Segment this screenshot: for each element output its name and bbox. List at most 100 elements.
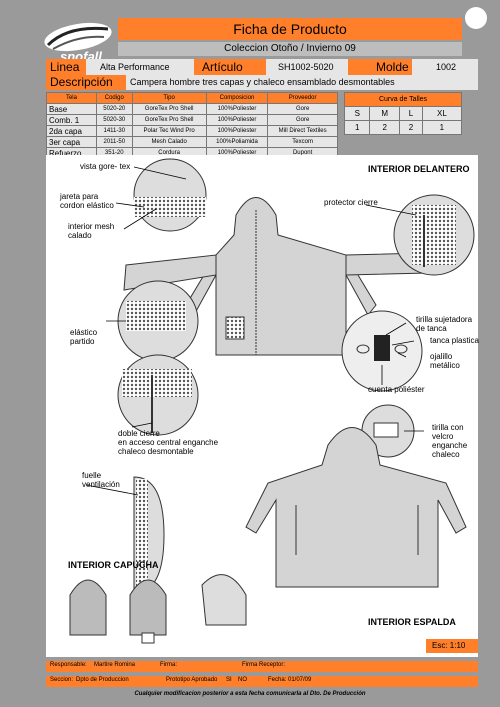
no-label: NO <box>238 677 247 683</box>
callout-elastico <box>117 280 199 362</box>
table-cell: GoreTex Pro Shell <box>131 114 207 126</box>
annotation-tirilla-sujetadora: tirilla sujetadora de tanca <box>416 315 473 333</box>
size-curve-table: Curva de Talles S M L XL 1 2 2 1 <box>343 92 463 135</box>
size-table-wrapper: Curva de Talles S M L XL 1 2 2 1 <box>343 92 463 135</box>
table-cell: 1411-30 <box>95 125 133 137</box>
size-xl: XL <box>421 106 463 121</box>
seccion-label: Seccion: <box>50 677 74 683</box>
spec-header-codigo: Codigo <box>95 92 133 104</box>
annotation-interior-delantero: INTERIOR DELANTERO <box>368 164 470 174</box>
table-cell: Mesh Calado <box>131 136 207 148</box>
descripcion-label-cell: Descripción <box>46 75 126 90</box>
spec-header-tela: Tela <box>46 92 97 104</box>
table-row: 2da capa 1411-30 Polar Tec Wind Pro 100%… <box>46 125 338 137</box>
technical-drawing-area: vista gore- tex jareta para cordon elást… <box>46 155 479 657</box>
size-l: L <box>399 106 423 121</box>
articulo-label-cell: Artículo <box>194 59 266 75</box>
callout-fuelle <box>133 476 165 594</box>
annotation-ojalillo: ojalillo metálico <box>430 352 460 370</box>
annotation-interior-capucha: INTERIOR CAPUCHA <box>68 560 159 570</box>
linea-label: Linea <box>50 60 80 74</box>
quantity-row: 1 2 2 1 <box>343 120 463 135</box>
table-cell: 2da capa <box>46 125 97 137</box>
hood-interior-drawings <box>69 574 247 644</box>
spec-header-tipo: Tipo <box>131 92 207 104</box>
responsable-label: Responsable: <box>50 662 87 668</box>
molde-value-cell: 1002 <box>412 59 478 75</box>
qty-xl: 1 <box>421 120 463 135</box>
spec-header-row: Tela Codigo Tipo Composicion Proveedor <box>46 92 338 104</box>
annotation-jareta: jareta para cordon elástico <box>60 192 114 210</box>
responsable-value: Martire Romina <box>94 662 136 668</box>
firma-label: Firma: <box>160 662 177 668</box>
spec-table-wrapper: Tela Codigo Tipo Composicion Proveedor B… <box>46 92 338 159</box>
table-cell: 3er capa <box>46 136 97 148</box>
spec-header-proveedor: Proveedor <box>267 92 338 104</box>
qty-s: 1 <box>343 120 371 135</box>
table-cell: Polar Tec Wind Pro <box>131 125 207 137</box>
prototipo-label: Prototipo Aprobado <box>166 677 218 683</box>
title-bar: Ficha de Producto <box>118 18 462 40</box>
molde-value: 1002 <box>436 62 457 72</box>
table-cell: 100%Poliamida <box>205 136 269 148</box>
footer-responsable-row: Responsable: Martire Romina Firma: Firma… <box>46 661 478 672</box>
annotation-cuenta: cuenta poliéster <box>368 385 425 394</box>
firma-receptor-label: Firma Receptor: <box>242 662 286 668</box>
table-cell: 100%Poliester <box>205 125 269 137</box>
annotation-interior-mesh: interior mesh calado <box>68 222 115 240</box>
table-row: Comb. 1 5020-30 GoreTex Pro Shell 100%Po… <box>46 114 338 126</box>
annotation-elastico: elástico partido <box>70 328 98 346</box>
size-row: S M L XL <box>343 106 463 121</box>
leader-lines <box>85 166 424 496</box>
linea-value-cell: Alta Performance <box>86 59 194 75</box>
footer-note: Cualquier modificacion posterior a esta … <box>134 691 366 697</box>
seccion-value: Dpto de Produccion <box>76 677 129 683</box>
table-cell: Texcom <box>267 136 338 148</box>
table-row: 3er capa 2011-50 Mesh Calado 100%Poliami… <box>46 136 338 148</box>
table-cell: GoreTex Pro Shell <box>131 103 207 115</box>
callout-protector <box>393 194 475 276</box>
callout-tanca <box>341 310 423 392</box>
descripcion-value-cell: Campera hombre tres capas y chaleco ensa… <box>126 75 478 90</box>
descripcion-value: Campera hombre tres capas y chaleco ensa… <box>130 77 395 87</box>
punch-hole <box>465 7 487 29</box>
callout-gore <box>133 158 207 232</box>
linea-value: Alta Performance <box>100 62 170 72</box>
table-cell: 100%Poliester <box>205 103 269 115</box>
annotation-tanca-plastica: tanca plastica <box>430 336 479 345</box>
table-cell: Base <box>46 103 97 115</box>
articulo-value-cell: SH1002-5020 <box>266 59 348 75</box>
annotation-vista-gore: vista gore- tex <box>80 162 131 171</box>
articulo-value: SH1002-5020 <box>278 62 334 72</box>
page-title: Ficha de Producto <box>233 21 347 37</box>
annotation-interior-espalda: INTERIOR ESPALDA <box>368 617 456 627</box>
articulo-label: Artículo <box>202 60 243 74</box>
qty-m: 2 <box>369 120 401 135</box>
fecha-value: 01/07/09 <box>288 677 312 683</box>
scale-badge: Esc: 1:10 <box>426 639 478 653</box>
si-label: SI <box>226 677 232 683</box>
annotation-tirilla-velcro: tirilla con velcro enganche chaleco <box>432 423 468 459</box>
back-jacket-drawing <box>245 427 467 588</box>
molde-label: Molde <box>376 60 409 74</box>
table-cell: Comb. 1 <box>46 114 97 126</box>
size-s: S <box>343 106 371 121</box>
linea-label-cell: Linea <box>46 59 86 75</box>
table-cell: 2011-50 <box>95 136 133 148</box>
size-curve-title: Curva de Talles <box>344 92 462 107</box>
scale-label: Esc: 1:10 <box>432 641 466 650</box>
molde-label-cell: Molde <box>348 59 412 75</box>
collection-bar: Coleccion Otoño / Invierno 09 <box>118 42 462 56</box>
callout-doble-cierre <box>117 354 199 436</box>
collection-label: Coleccion Otoño / Invierno 09 <box>224 43 356 54</box>
fabric-spec-table: Tela Codigo Tipo Composicion Proveedor B… <box>46 92 338 159</box>
annotation-doble-cierre: doble cierre en acceso central enganche … <box>118 429 219 456</box>
technical-drawing <box>69 158 475 644</box>
annotation-protector-cierre: protector cierre <box>324 198 378 207</box>
table-cell: Mill Direct Textiles <box>267 125 338 137</box>
size-m: M <box>369 106 401 121</box>
table-cell: Gore <box>267 103 338 115</box>
table-cell: 100%Poliester <box>205 114 269 126</box>
fecha-label: Fecha: <box>268 677 287 683</box>
table-cell: 5020-20 <box>95 103 133 115</box>
